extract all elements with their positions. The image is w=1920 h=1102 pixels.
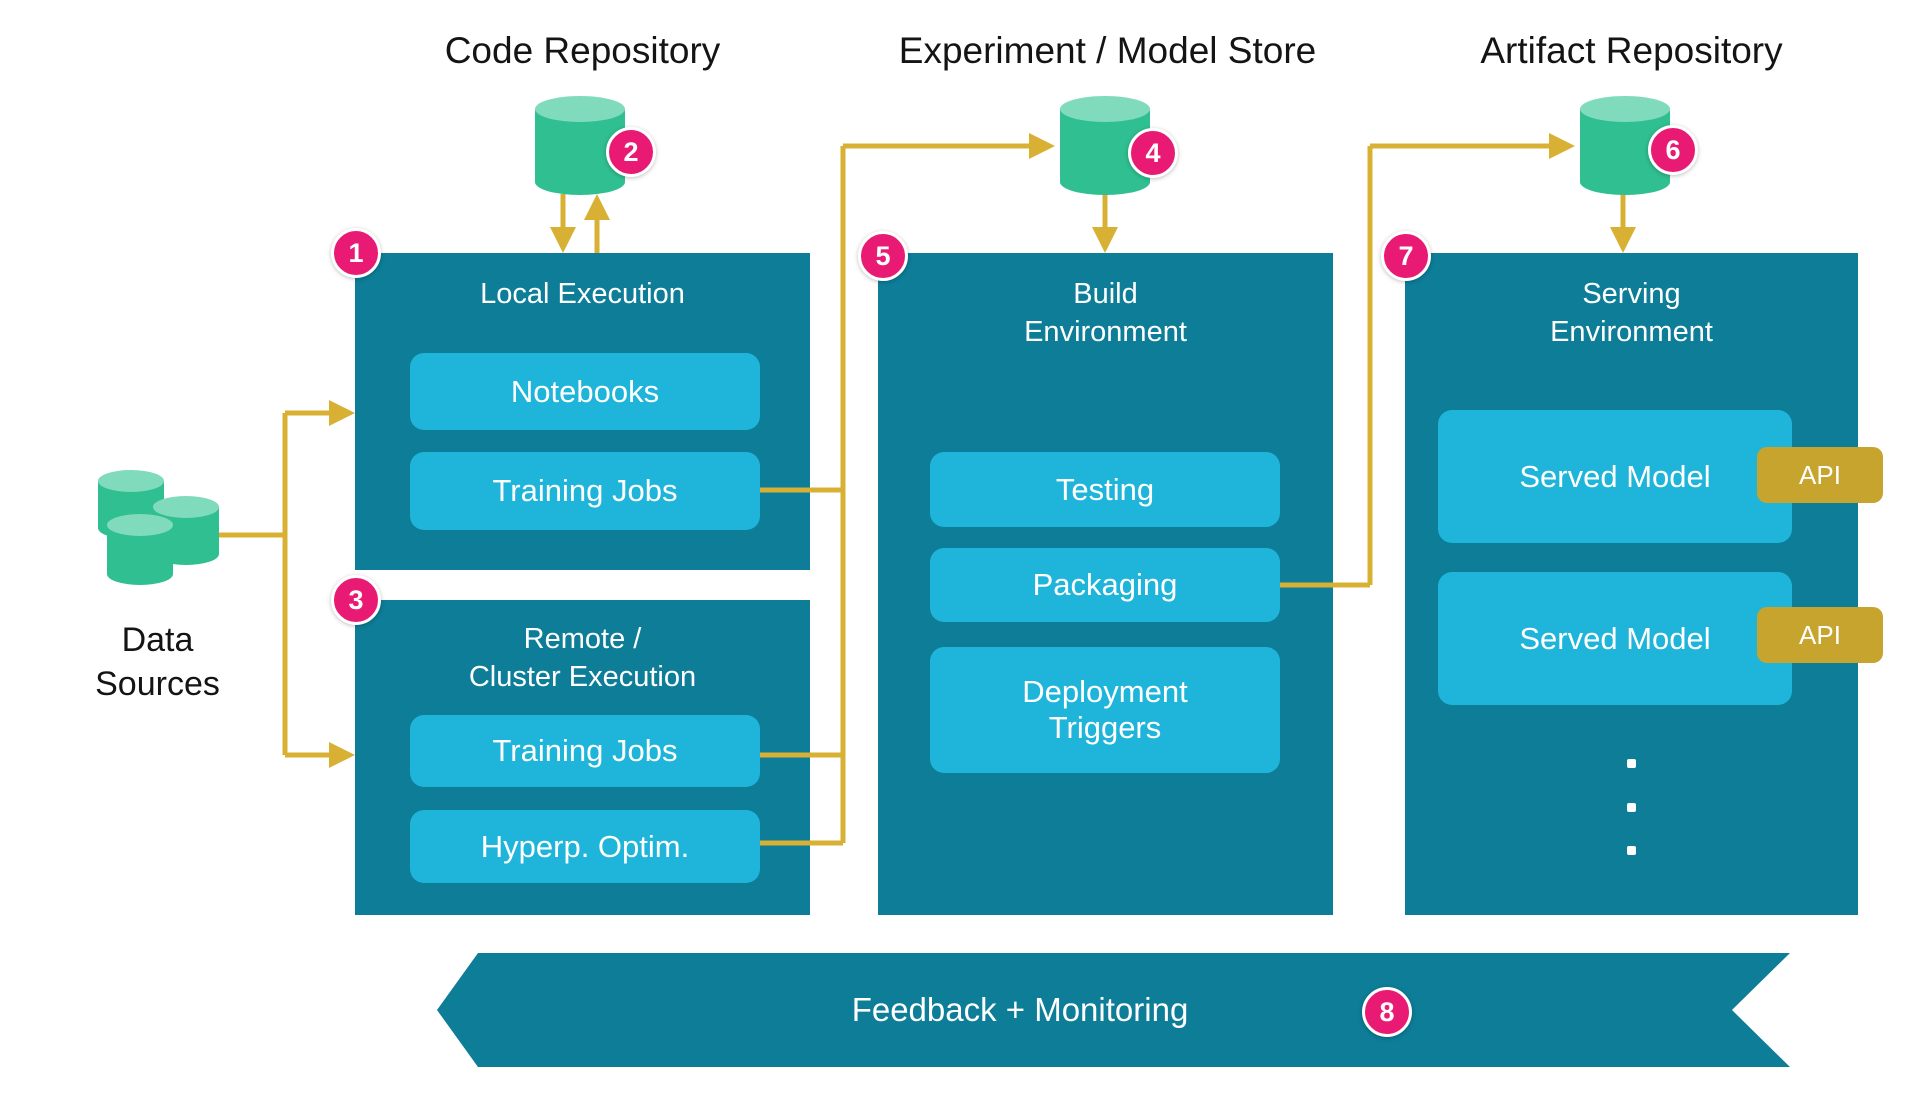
serving-title-line2: Environment bbox=[1550, 316, 1713, 348]
build-title-line1: Build bbox=[1073, 278, 1138, 310]
served-model-item-2: Served Model bbox=[1438, 572, 1792, 705]
ellipsis-dot: · bbox=[1627, 803, 1636, 812]
step-badge-5: 5 bbox=[858, 231, 908, 281]
notebooks-item: Notebooks bbox=[410, 353, 760, 430]
artifact-repository-database-icon bbox=[1580, 96, 1670, 195]
title-artifact-repository: Artifact Repository bbox=[1480, 30, 1783, 71]
serving-title-line1: Serving bbox=[1582, 278, 1681, 310]
api-tag-2: API bbox=[1757, 607, 1883, 663]
testing-item: Testing bbox=[930, 452, 1280, 527]
served-model-item-1: Served Model bbox=[1438, 410, 1792, 543]
packaging-item: Packaging bbox=[930, 548, 1280, 622]
data-sources-line2: Sources bbox=[95, 665, 220, 703]
step-badge-7: 7 bbox=[1381, 231, 1431, 281]
connector-training-to-store bbox=[760, 143, 1030, 846]
connector-packaging-to-artifact bbox=[1280, 143, 1550, 588]
remote-title-line1: Remote / bbox=[523, 623, 642, 655]
data-sources-line1: Data bbox=[121, 621, 194, 659]
ellipsis-dot: · bbox=[1627, 846, 1636, 855]
arrowhead-up-icon bbox=[584, 194, 610, 220]
arrowhead-right-icon bbox=[329, 400, 355, 426]
hyperparameter-optim-item: Hyperp. Optim. bbox=[410, 810, 760, 883]
ellipsis-dot: · bbox=[1627, 759, 1636, 768]
build-title-line2: Environment bbox=[1024, 316, 1187, 348]
training-jobs-local-item: Training Jobs bbox=[410, 452, 760, 530]
remote-cluster-title: Remote / Cluster Execution bbox=[355, 620, 810, 696]
api-tag-1: API bbox=[1757, 447, 1883, 503]
connector-arrowheads bbox=[329, 133, 1636, 768]
serving-environment-title: Serving Environment bbox=[1405, 275, 1858, 351]
connector-data-sources bbox=[215, 410, 330, 758]
arrowhead-right-icon bbox=[1029, 133, 1055, 159]
feedback-monitoring-banner: Feedback + Monitoring bbox=[437, 953, 1790, 1067]
local-execution-box: Local Execution Notebooks Training Jobs bbox=[355, 253, 810, 570]
step-badge-8: 8 bbox=[1362, 987, 1412, 1037]
step-badge-4: 4 bbox=[1128, 128, 1178, 178]
step-badge-6: 6 bbox=[1648, 125, 1698, 175]
title-code-repository: Code Repository bbox=[444, 30, 721, 71]
build-environment-title: Build Environment bbox=[878, 275, 1333, 351]
arrowhead-right-icon bbox=[329, 742, 355, 768]
step-badge-2: 2 bbox=[606, 127, 656, 177]
step-badge-3: 3 bbox=[331, 575, 381, 625]
serving-environment-box: Serving Environment Served Model Served … bbox=[1405, 253, 1858, 915]
arrowhead-down-icon bbox=[550, 227, 576, 253]
feedback-monitoring-label: Feedback + Monitoring bbox=[851, 991, 1189, 1028]
training-jobs-remote-item: Training Jobs bbox=[410, 715, 760, 787]
arrowhead-right-icon bbox=[1549, 133, 1575, 159]
data-sources-databases-icon bbox=[98, 470, 219, 585]
arrowhead-down-icon bbox=[1610, 227, 1636, 253]
connector-paths bbox=[215, 143, 1626, 846]
remote-title-line2: Cluster Execution bbox=[468, 661, 697, 693]
deployment-triggers-item: Deployment Triggers bbox=[930, 647, 1280, 773]
arrowhead-down-icon bbox=[1092, 227, 1118, 253]
remote-cluster-execution-box: Remote / Cluster Execution Training Jobs… bbox=[355, 600, 810, 915]
title-experiment-model-store: Experiment / Model Store bbox=[898, 30, 1317, 71]
step-badge-1: 1 bbox=[331, 228, 381, 278]
data-sources-label: Data Sources bbox=[60, 618, 255, 706]
build-environment-box: Build Environment Testing Packaging Depl… bbox=[878, 253, 1333, 915]
local-execution-title: Local Execution bbox=[480, 278, 685, 310]
